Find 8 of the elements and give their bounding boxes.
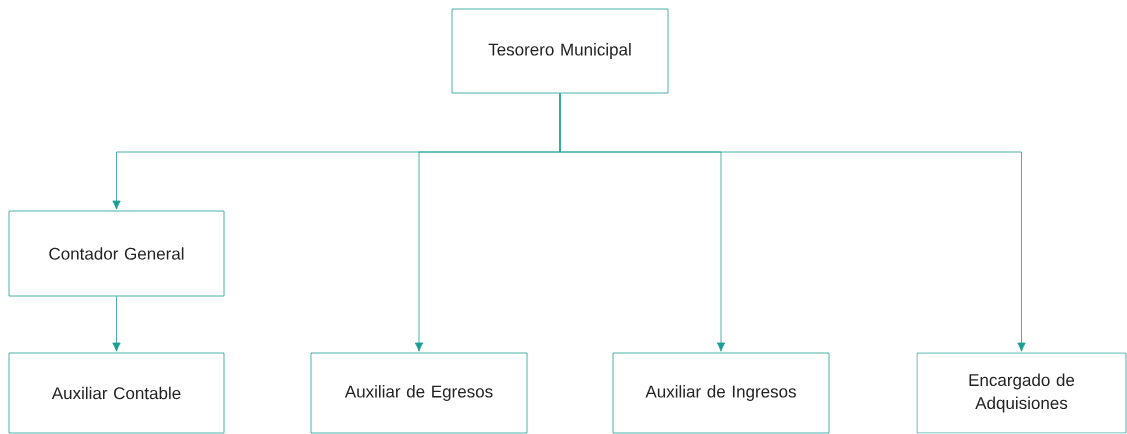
org-box: Auxiliar de Egresos: [310, 352, 528, 434]
connector-arrow: [112, 296, 121, 352]
org-box: Auxiliar de Ingresos: [612, 352, 830, 434]
org-box: Contador General: [8, 210, 225, 297]
org-box: Encargado de Adquisiones: [916, 352, 1127, 434]
connector-arrow: [559, 93, 1026, 352]
org-box: Auxiliar Contable: [8, 352, 225, 434]
org-box: Tesorero Municipal: [451, 8, 669, 94]
